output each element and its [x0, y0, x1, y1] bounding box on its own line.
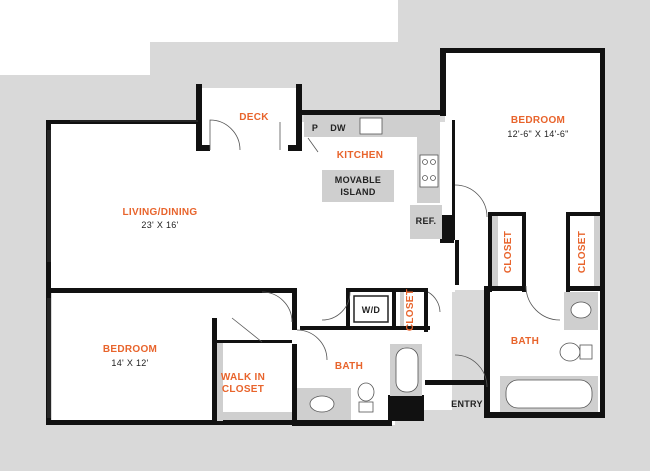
entry-label: ENTRY: [451, 399, 483, 409]
refrigerator: [410, 205, 442, 239]
kitchen-label: KITCHEN: [337, 150, 384, 161]
bedroom-main-size: 12'-6" X 14'-6": [507, 129, 568, 139]
living-dining-label: LIVING/DINING: [122, 207, 197, 218]
bath-left-label: BATH: [335, 361, 363, 372]
kitchen-fixtures: [304, 115, 442, 239]
closet-laundry-label: CLOSET: [405, 289, 416, 331]
bedroom-main-label: BEDROOM: [511, 115, 565, 126]
doors: [209, 119, 561, 388]
bedroom-second-size: 14' X 12': [111, 358, 148, 368]
closet-bed-right-label: CLOSET: [577, 231, 588, 273]
walls: [46, 48, 605, 426]
windows: [47, 120, 198, 418]
closet-bed-left-label: CLOSET: [503, 231, 514, 273]
dishwasher-label: DW: [330, 123, 346, 133]
deck-label: DECK: [239, 112, 269, 123]
island-label-line1: MOVABLE: [335, 175, 381, 185]
pantry-label: P: [312, 123, 318, 133]
island-label-line2: ISLAND: [340, 187, 375, 197]
washer-dryer-box: [353, 295, 389, 323]
walk-in-closet-label-line2: CLOSET: [222, 384, 264, 395]
refrigerator-label: REF.: [416, 216, 437, 226]
washer-dryer-label: W/D: [362, 305, 381, 315]
bedroom-second-label: BEDROOM: [103, 344, 157, 355]
bath-right-label: BATH: [511, 336, 539, 347]
movable-island: [322, 170, 394, 202]
living-dining-size: 23' X 16': [141, 220, 178, 230]
closet-shelves: [217, 216, 600, 421]
bath-fixtures: [297, 292, 598, 420]
walk-in-closet-label-line1: WALK IN: [221, 372, 265, 383]
